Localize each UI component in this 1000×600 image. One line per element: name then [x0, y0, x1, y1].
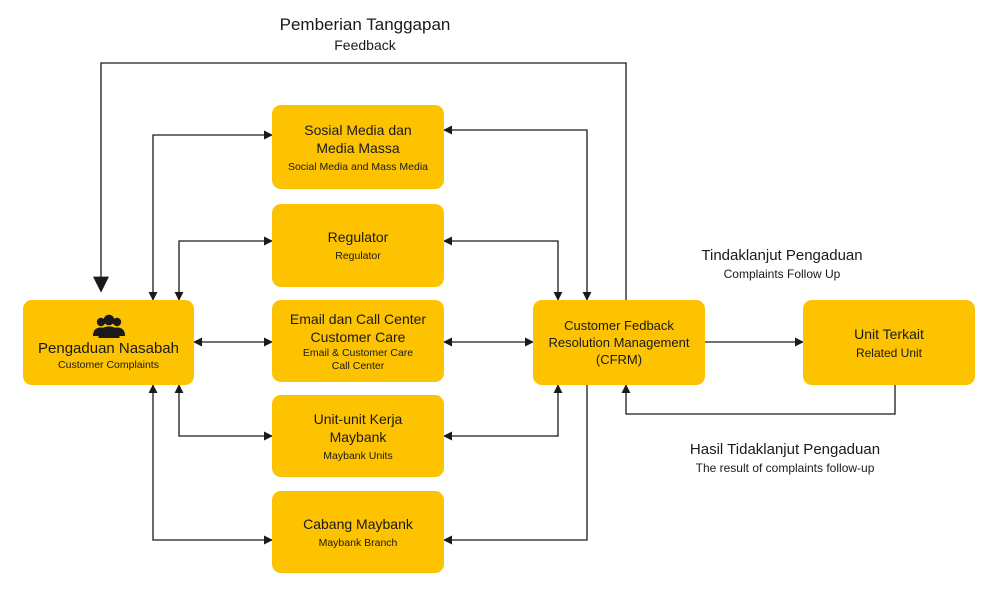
result-label-main: Hasil Tidaklanjut Pengaduan: [689, 441, 881, 458]
result-label: Hasil Tidaklanjut Pengaduan The result o…: [665, 440, 905, 476]
node-units-subtitle: Maybank Units: [323, 449, 393, 462]
follow-up-label-main: Tindaklanjut Pengaduan: [701, 247, 863, 264]
arrow-units-cfrm: [443, 384, 563, 441]
node-branch-title: Cabang Maybank: [303, 515, 413, 532]
arrow-related-cfrm: [621, 384, 896, 415]
feedback-label-sub: Feedback: [334, 37, 396, 53]
feedback-arrow: [93, 62, 627, 300]
feedback-label-main: Pemberian Tanggapan: [279, 15, 451, 34]
arrow-regulator-cfrm: [443, 236, 563, 301]
node-social-subtitle: Social Media and Mass Media: [287, 160, 429, 173]
arrow-social-cfrm: [443, 125, 592, 301]
users-icon: [92, 314, 125, 338]
node-cfrm-title: Customer Fedback Resolution Management (…: [548, 318, 690, 367]
node-related-subtitle: Related Unit: [855, 346, 923, 360]
arrow-customer-units: [174, 384, 273, 441]
follow-up-label-sub: Complaints Follow Up: [723, 267, 841, 281]
node-related-unit: Unit Terkait Related Unit: [803, 300, 975, 385]
arrow-customer-social: [148, 130, 273, 301]
node-cfrm: Customer Fedback Resolution Management (…: [533, 300, 705, 385]
node-social-media: Sosial Media dan Media Massa Social Medi…: [272, 105, 444, 189]
node-customer-complaints: Pengaduan Nasabah Customer Complaints: [23, 300, 194, 385]
node-customer-title: Pengaduan Nasabah: [38, 340, 179, 357]
node-related-title: Unit Terkait: [854, 326, 924, 342]
node-maybank-branch: Cabang Maybank Maybank Branch: [272, 491, 444, 573]
node-regulator-subtitle: Regulator: [335, 250, 381, 262]
follow-up-label: Tindaklanjut Pengaduan Complaints Follow…: [672, 246, 892, 282]
arrow-branch-cfrm: [443, 385, 588, 545]
node-regulator-title: Regulator: [327, 229, 389, 245]
result-label-sub: The result of complaints follow-up: [695, 461, 875, 475]
node-email-call-center: Email dan Call Center Customer Care Emai…: [272, 300, 444, 382]
node-social-title: Sosial Media dan Media Massa: [304, 121, 412, 156]
node-branch-subtitle: Maybank Branch: [318, 536, 398, 549]
feedback-label: Pemberian Tanggapan Feedback: [255, 14, 475, 54]
arrow-customer-branch: [148, 384, 273, 545]
arrow-customer-regulator: [174, 236, 273, 301]
node-units-title: Unit-unit Kerja Maybank: [313, 410, 403, 445]
node-regulator: Regulator Regulator: [272, 204, 444, 287]
node-maybank-units: Unit-unit Kerja Maybank Maybank Units: [272, 395, 444, 477]
node-customer-subtitle: Customer Complaints: [58, 359, 159, 371]
node-email-title: Email dan Call Center Customer Care: [289, 310, 427, 345]
node-email-subtitle: Email & Customer Care Call Center: [302, 346, 414, 372]
